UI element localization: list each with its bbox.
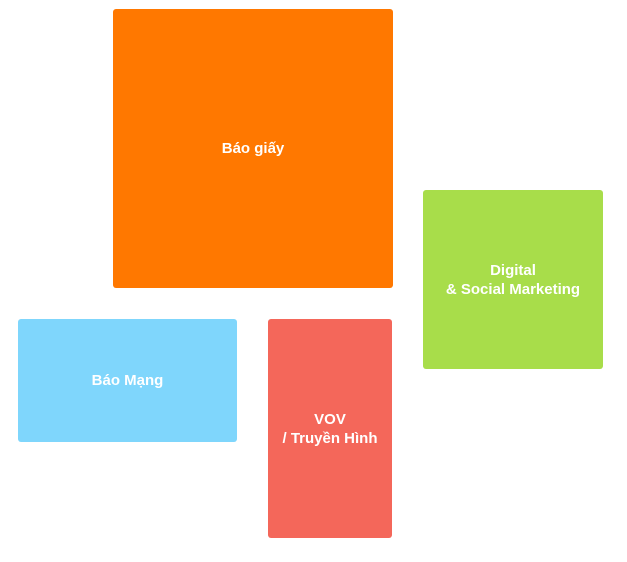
tile-vov-label: VOV / Truyền Hình	[282, 410, 378, 447]
tile-digital-label: Digital & Social Marketing	[445, 261, 581, 298]
tile-bao-mang-label: Báo Mạng	[91, 372, 164, 389]
tile-bao-mang[interactable]: Báo Mạng	[18, 319, 237, 442]
tile-vov-truyen-hinh[interactable]: VOV / Truyền Hình	[268, 319, 392, 538]
tile-bao-giay[interactable]: Báo giấy	[113, 9, 393, 288]
tile-digital-social-marketing[interactable]: Digital & Social Marketing	[423, 190, 603, 369]
tile-bao-giay-label: Báo giấy	[221, 140, 285, 157]
